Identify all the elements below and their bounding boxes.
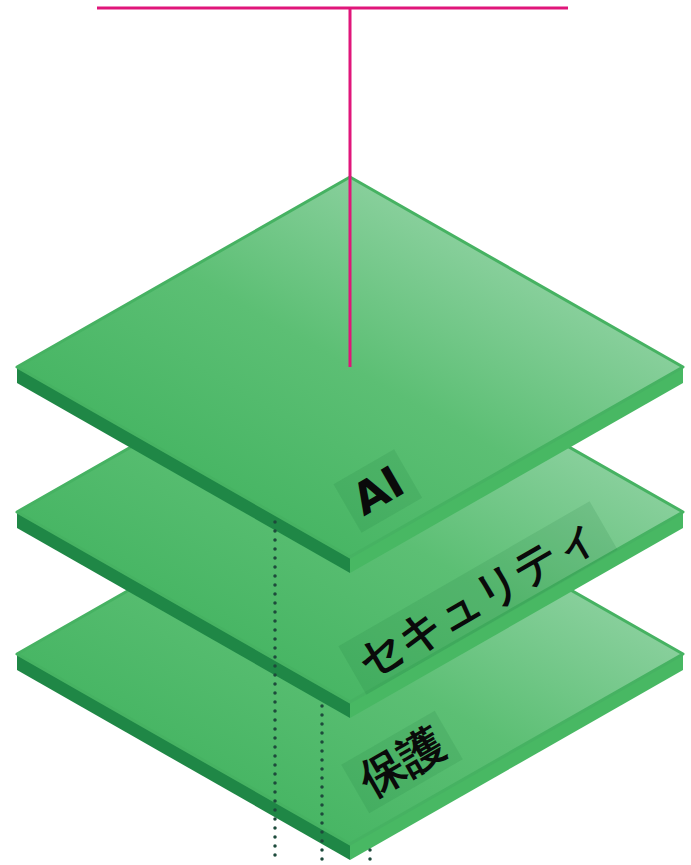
magenta-stem: [349, 8, 352, 367]
dotted-line: [273, 522, 277, 862]
dotted-line: [320, 706, 324, 862]
dotted-line: [368, 850, 372, 862]
magenta-bar: [97, 7, 568, 10]
